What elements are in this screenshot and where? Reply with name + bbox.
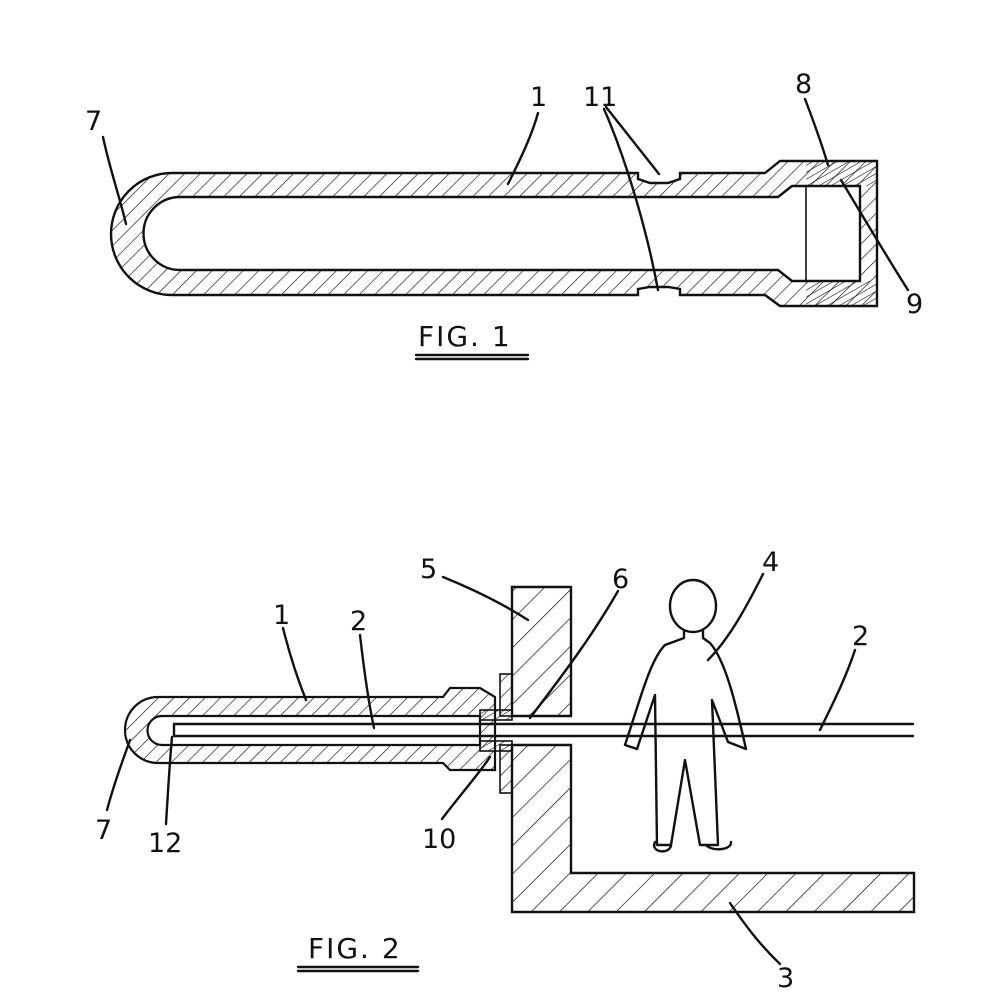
label-11: 11: [583, 82, 617, 113]
label-1: 1: [530, 82, 547, 113]
label-2-right: 2: [852, 621, 869, 652]
leader-7: [101, 135, 128, 226]
label-8: 8: [795, 69, 812, 100]
leader-1: [281, 626, 308, 702]
label-2: 2: [350, 606, 367, 637]
leader-2b: [818, 648, 857, 732]
leader-1: [506, 111, 540, 186]
leader-8: [803, 97, 830, 167]
label-6: 6: [612, 564, 629, 595]
label-12: 12: [148, 828, 182, 859]
leader-6: [528, 589, 620, 720]
label-7: 7: [95, 815, 112, 846]
figure-2: 5 6 4 1 2 2 7 12 10 3 FIG. 2: [95, 547, 916, 994]
leader-5: [441, 575, 530, 622]
gasket: [499, 673, 513, 717]
label-7: 7: [85, 106, 102, 137]
tube-wall: [123, 686, 497, 772]
tube-wall: [109, 159, 879, 308]
thread: [806, 281, 877, 306]
label-4: 4: [762, 547, 779, 578]
leader-11b: [602, 107, 660, 292]
leader-4: [706, 572, 765, 662]
label-9: 9: [906, 289, 923, 320]
gasket: [499, 744, 513, 794]
base: [510, 743, 916, 914]
leader-3: [728, 901, 782, 966]
leader-2a: [358, 633, 376, 730]
figure-2-caption: FIG. 2: [308, 932, 402, 965]
label-1: 1: [273, 600, 290, 631]
leader-7: [105, 738, 132, 812]
label-3: 3: [777, 963, 794, 994]
figure-1: 7 1 11 8 9 FIG. 1: [85, 69, 923, 361]
leader-9: [839, 178, 910, 292]
support-block: [510, 585, 573, 718]
label-10: 10: [422, 824, 456, 855]
person-figure: [623, 578, 748, 853]
leader-12: [164, 735, 174, 826]
label-5: 5: [420, 554, 437, 585]
leader-11a: [604, 105, 661, 176]
leader-10: [440, 755, 492, 821]
figure-1-caption: FIG. 1: [418, 320, 512, 353]
